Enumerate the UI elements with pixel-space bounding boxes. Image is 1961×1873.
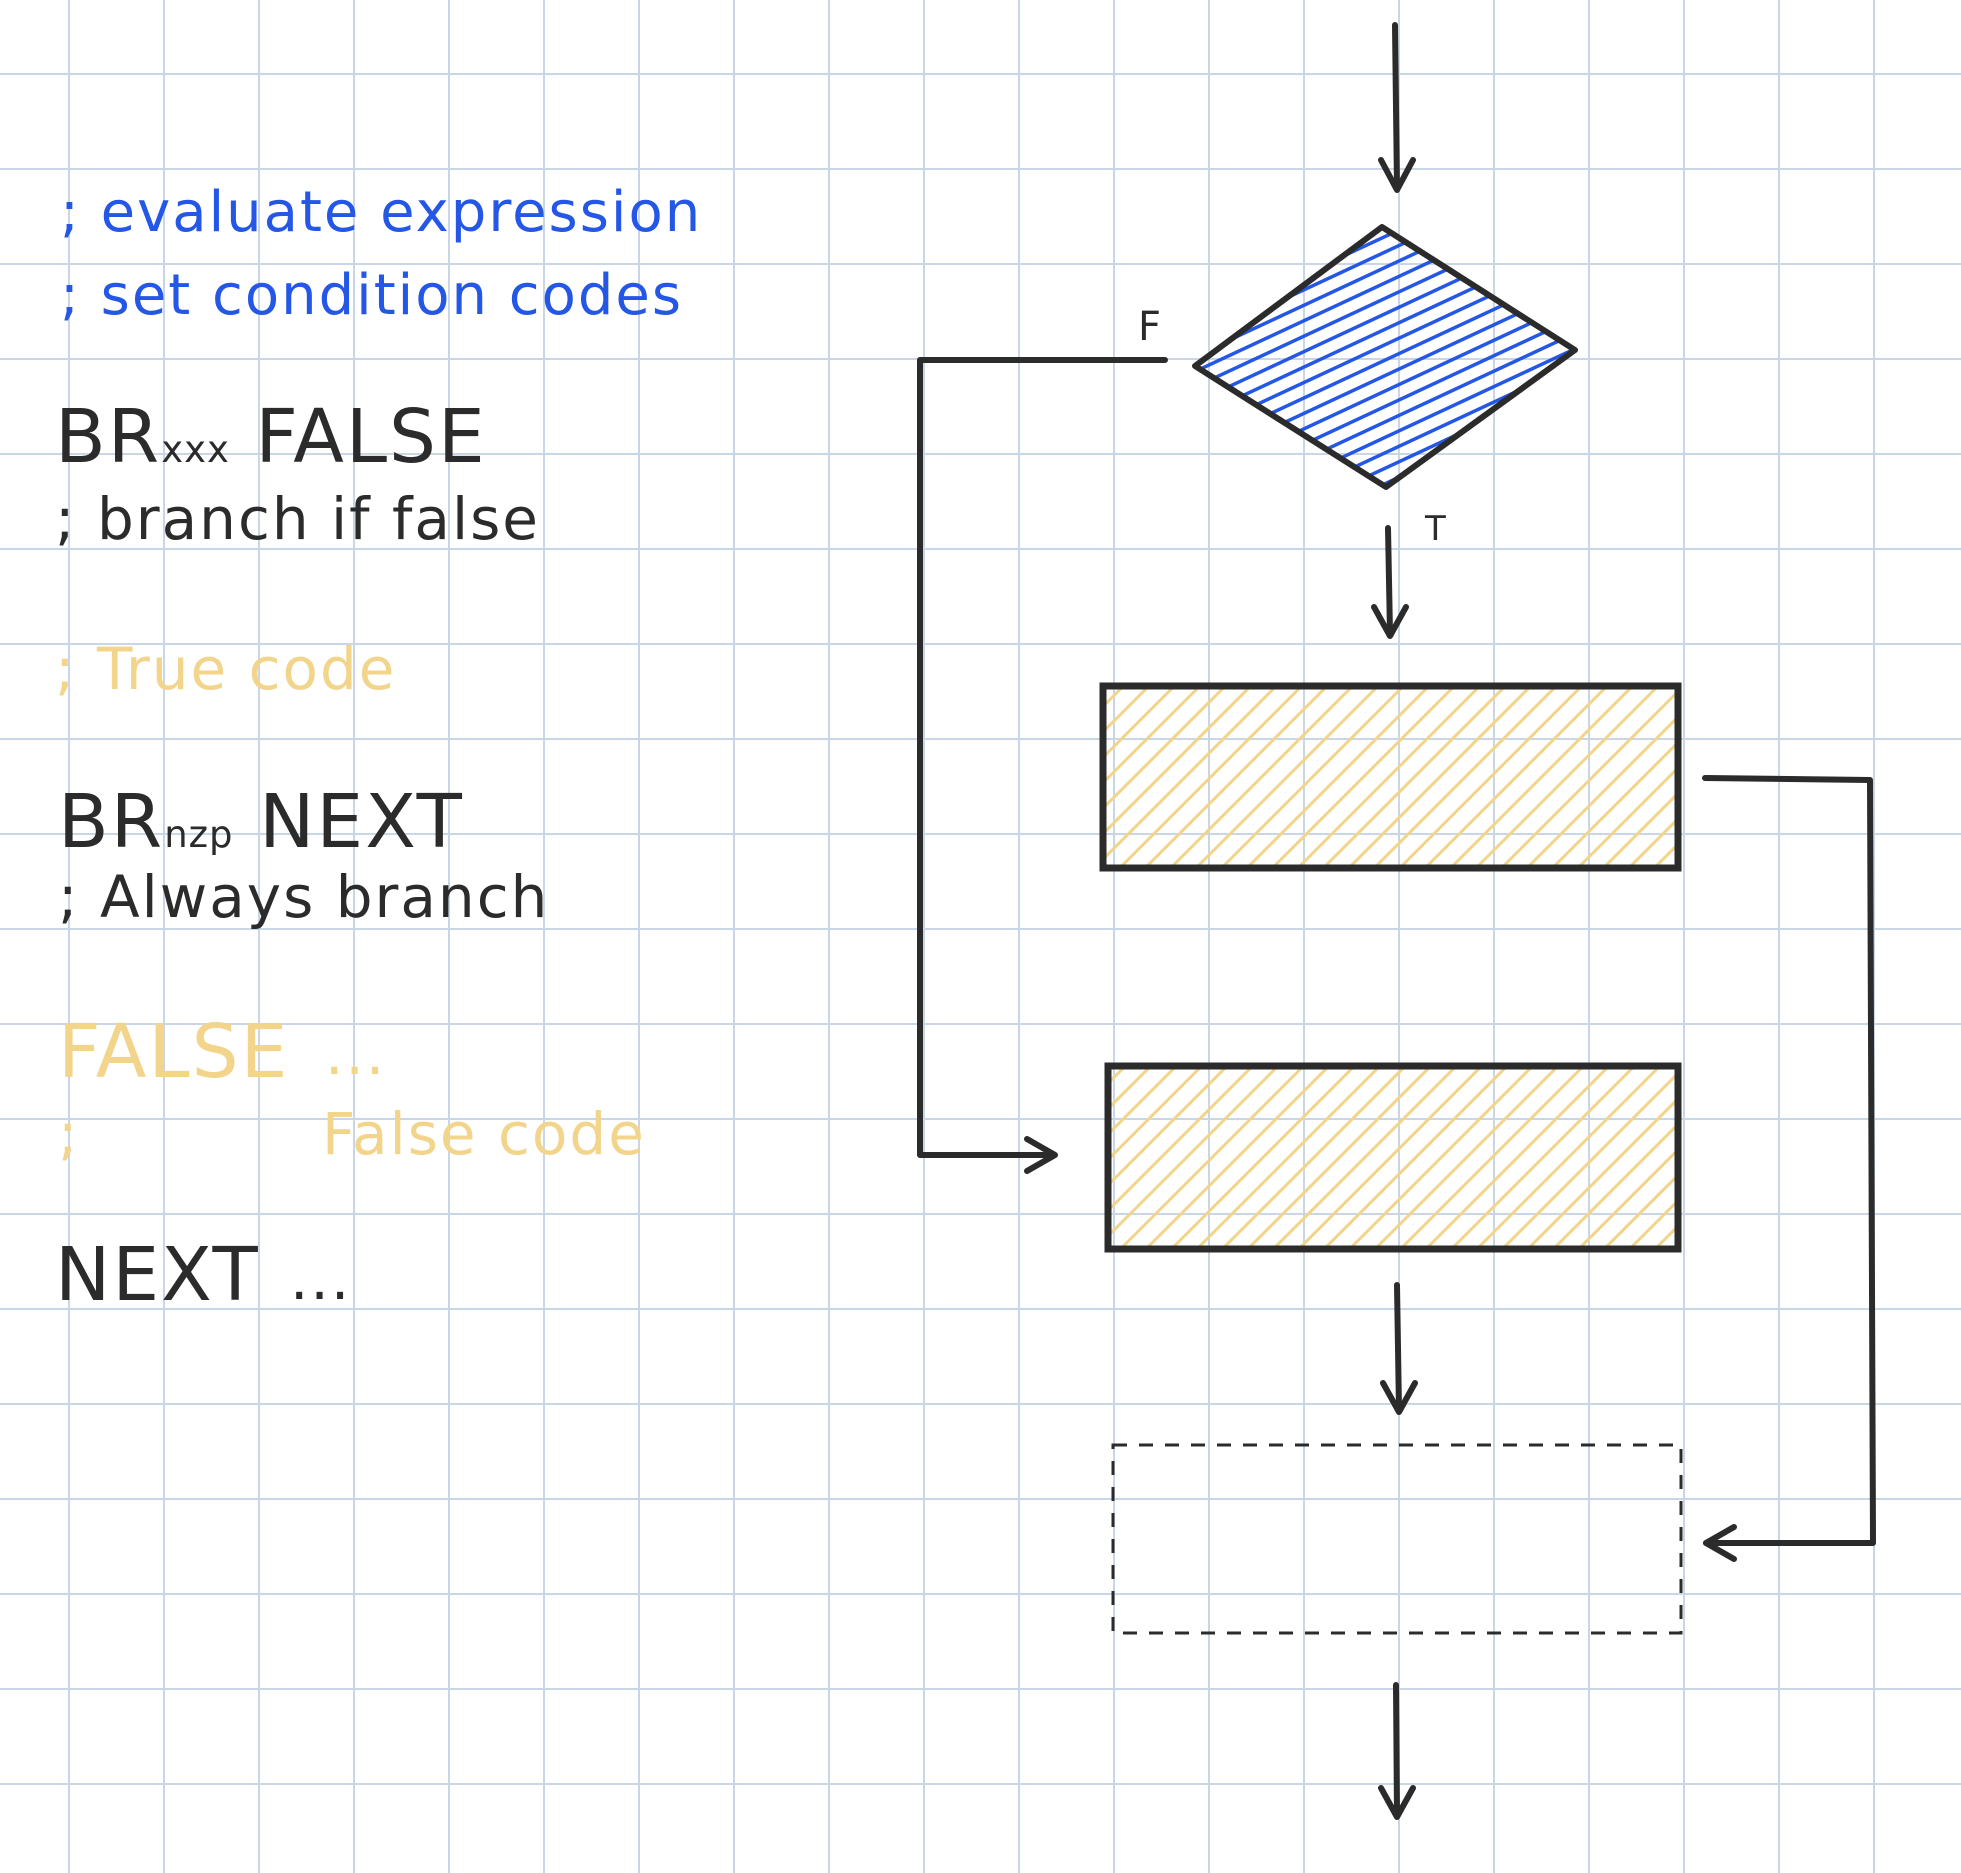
comment-false-code: False code <box>322 1100 646 1168</box>
entry-arrow-head <box>1378 157 1416 193</box>
false-branch-label: F <box>1138 304 1161 350</box>
br-condition-xxx: xxx <box>161 428 230 471</box>
true-exit-path <box>1702 775 1876 1546</box>
true-branch-label: T <box>1424 509 1446 549</box>
comment-branch-if-false: ; branch if false <box>55 485 540 553</box>
br-condition-nzp: nzp <box>164 813 234 856</box>
next-ellipsis: ... <box>290 1245 352 1313</box>
br-nzp-instruction: BRnzp NEXT <box>58 785 464 859</box>
next-label: NEXT <box>55 1232 260 1318</box>
br-target-next: NEXT <box>259 779 464 865</box>
false-branch-arrow-head <box>1024 1136 1058 1174</box>
false-branch-path <box>917 357 1168 1158</box>
exit-arrow-line <box>1393 1682 1400 1818</box>
true-branch-arrow-head <box>1371 604 1409 639</box>
true-branch-arrow-line <box>1385 525 1393 636</box>
false-label: FALSE <box>58 1009 290 1095</box>
true-exit-arrow-head <box>1703 1524 1737 1562</box>
br-opcode: BR <box>55 394 162 480</box>
comment-evaluate-expression: ; evaluate expression <box>60 180 703 245</box>
next-code-block <box>1111 1443 1683 1635</box>
condition-diamond <box>1192 224 1578 490</box>
exit-arrow-head <box>1378 1785 1416 1820</box>
br-opcode-2: BR <box>58 779 165 865</box>
false-code-block <box>1104 1062 1682 1253</box>
comment-false-semicolon: ; <box>58 1100 80 1168</box>
comment-always-branch: ; Always branch <box>58 863 550 931</box>
true-code-block <box>1099 682 1682 872</box>
false-exit-arrow-line <box>1394 1282 1402 1413</box>
false-ellipsis: ... <box>325 1020 387 1088</box>
comment-set-condition-codes: ; set condition codes <box>60 263 683 328</box>
comment-true-code: ; True code <box>55 635 397 703</box>
entry-arrow-line <box>1392 22 1400 191</box>
br-false-instruction: BRxxx FALSE <box>55 400 487 474</box>
false-exit-arrow-head <box>1380 1380 1418 1415</box>
br-target-false: FALSE <box>255 394 487 480</box>
